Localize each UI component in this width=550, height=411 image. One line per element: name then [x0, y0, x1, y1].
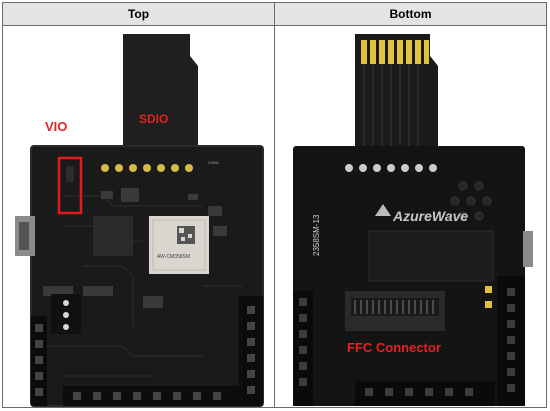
ffc-connector-label: FFC Connector: [347, 340, 441, 355]
vio-label: VIO: [45, 119, 68, 134]
pcb-top: [31, 146, 263, 406]
top-board-image: CON1: [15, 34, 264, 407]
azurewave-logo-icon: [375, 204, 391, 216]
column-divider: [274, 3, 275, 407]
vio-highlight: [57, 156, 83, 215]
sd-gold-fingers: [361, 40, 429, 64]
header-pads: [101, 164, 193, 172]
sd-tab: [123, 34, 198, 151]
header-top: Top: [3, 3, 275, 26]
wifi-module: [149, 216, 209, 274]
sdio-label: SDIO: [139, 112, 169, 126]
top-view-cell: CON1: [3, 26, 274, 407]
part-number: 2358SM-13: [312, 214, 321, 256]
connector-label: CON1: [208, 160, 220, 165]
module-label: AW-CM358SM: [157, 254, 190, 260]
bottom-board-image: 2358SM-13 AzureWave: [293, 34, 533, 406]
brand-logo: AzureWave: [392, 208, 468, 224]
bottom-view-cell: 2358SM-13 AzureWave: [275, 26, 546, 407]
comparison-table: Top Bottom: [2, 2, 547, 408]
header-bottom: Bottom: [275, 3, 546, 26]
